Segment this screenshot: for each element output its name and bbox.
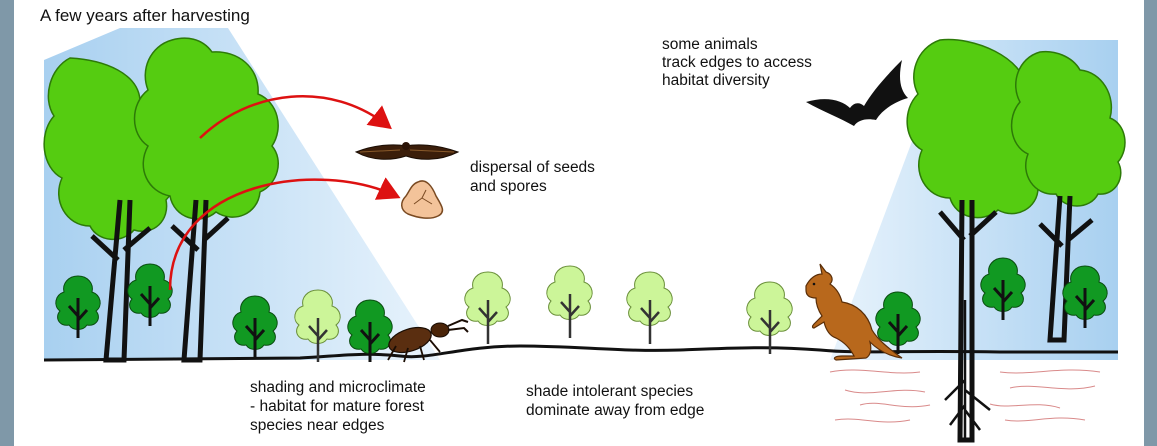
- shade-intolerant-annotation: shade intolerant species dominate away f…: [526, 382, 704, 420]
- winged-seed-icon: [356, 142, 458, 159]
- young-tree: [547, 266, 592, 338]
- diagram-title: A few years after harvesting: [40, 6, 250, 25]
- young-tree: [627, 272, 672, 344]
- young-tree: [465, 272, 510, 344]
- dispersal-annotation: dispersal of seeds and spores: [470, 158, 595, 196]
- bat-icon: [806, 60, 908, 126]
- shading-annotation: shading and microclimate - habitat for m…: [250, 378, 426, 435]
- spore-icon: [402, 181, 443, 218]
- animals-annotation: some animals track edges to access habit…: [662, 36, 812, 90]
- young-tree: [747, 282, 792, 354]
